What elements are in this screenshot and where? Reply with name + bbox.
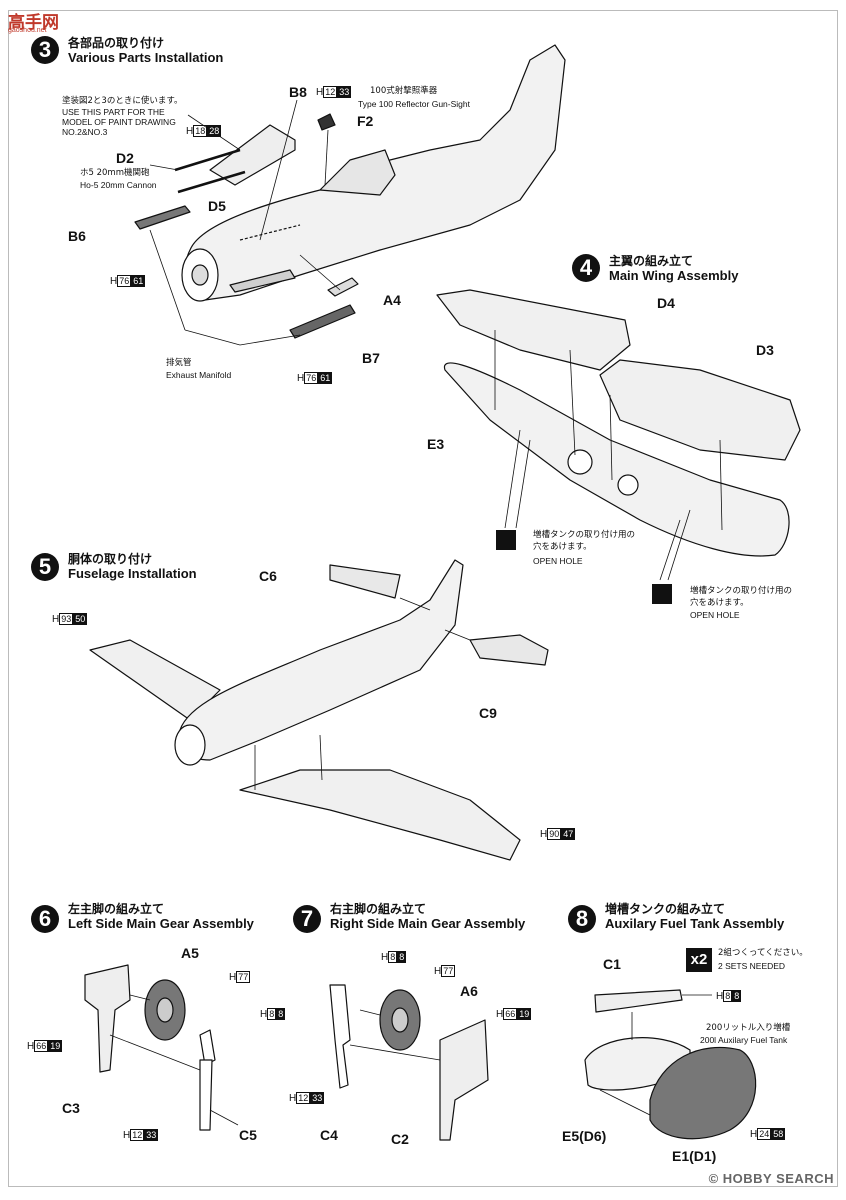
- step4-wing: [436, 289, 801, 557]
- part-e5-label: E5(D6): [562, 1128, 607, 1144]
- part-a4-label: A4: [383, 292, 401, 308]
- step3-note-en1: USE THIS PART FOR THE: [62, 107, 165, 117]
- part-b6-label: B6: [68, 228, 86, 244]
- part-d2-label: D2: [116, 150, 134, 166]
- step7-gear: [329, 984, 489, 1141]
- step3-note-en2: MODEL OF PAINT DRAWING: [62, 117, 176, 127]
- part-c4-label: C4: [320, 1127, 338, 1143]
- step5-aircraft: [89, 559, 549, 861]
- drill-icon-left: [496, 530, 516, 550]
- hole-note-left-jp1: 増槽タンクの取り付け用の: [533, 530, 636, 540]
- sets-note-en: 2 SETS NEEDED: [718, 961, 786, 971]
- hole-note-right-jp1: 増槽タンクの取り付け用の: [690, 586, 793, 596]
- step3-note-jp: 塗装図2と3のときに使います。: [62, 96, 183, 106]
- step8-tank: [584, 989, 757, 1140]
- step7-title-jp: 右主脚の組み立て: [330, 902, 427, 916]
- step7-number: 7: [293, 905, 321, 933]
- sight-label-jp: 100式射撃照準器: [370, 86, 438, 96]
- exhaust-label-jp: 排気管: [166, 358, 192, 368]
- part-b6-shape: [134, 205, 191, 230]
- step3-title-jp: 各部品の取り付け: [68, 36, 165, 50]
- part-b8-label: B8: [289, 84, 307, 100]
- exhaust-label-en: Exhaust Manifold: [166, 370, 232, 380]
- part-b7-label: B7: [362, 350, 380, 366]
- hole-note-right-en: OPEN HOLE: [690, 610, 740, 620]
- part-b7-shape: [289, 304, 356, 339]
- step5-title-en: Fuselage Installation: [68, 566, 197, 581]
- part-c6-label: C6: [259, 568, 277, 584]
- step3-fuselage: [181, 44, 566, 302]
- hobby-search-watermark: © HOBBY SEARCH: [708, 1171, 834, 1186]
- part-f2-shape: [317, 113, 336, 131]
- hole-note-left-jp2: 穴をあけます。: [533, 542, 592, 552]
- hole-note-left-en: OPEN HOLE: [533, 556, 583, 566]
- part-a5-label: A5: [181, 945, 199, 961]
- part-d3-label: D3: [756, 342, 774, 358]
- sets-note-jp: 2組つくってください。: [718, 948, 808, 958]
- site-logo-sub: gaoshou.net: [8, 27, 47, 34]
- step6-title-jp: 左主脚の組み立て: [68, 902, 165, 916]
- sets-multiplier-badge: x2: [686, 948, 712, 972]
- cannon-label-en: Ho-5 20mm Cannon: [80, 180, 157, 190]
- site-logo: 高手网: [8, 13, 59, 33]
- tank-label-jp: 200リットル入り増槽: [706, 1023, 791, 1033]
- part-c3-label: C3: [62, 1100, 80, 1116]
- step8-title-en: Auxilary Fuel Tank Assembly: [605, 916, 785, 931]
- sight-label-en: Type 100 Reflector Gun-Sight: [358, 99, 470, 109]
- part-f2-label: F2: [357, 113, 374, 129]
- step5-number: 5: [31, 553, 59, 581]
- step8-title-jp: 増槽タンクの組み立て: [605, 902, 726, 916]
- part-c5-label: C5: [239, 1127, 257, 1143]
- drill-icon-right: [652, 584, 672, 604]
- step7-title-en: Right Side Main Gear Assembly: [330, 916, 526, 931]
- part-c9-label: C9: [479, 705, 497, 721]
- part-c1-label: C1: [603, 956, 621, 972]
- part-d4-label: D4: [657, 295, 675, 311]
- page-border: [8, 10, 838, 1187]
- part-c2-label: C2: [391, 1131, 409, 1147]
- hole-note-right-jp2: 穴をあけます。: [690, 598, 749, 608]
- part-a4-shape: [327, 277, 359, 297]
- part-d5-label: D5: [208, 198, 226, 214]
- step3-title-en: Various Parts Installation: [68, 50, 224, 65]
- part-a6-label: A6: [460, 983, 478, 999]
- step4-number: 4: [572, 254, 600, 282]
- part-e3-label: E3: [427, 436, 445, 452]
- cannon-label-jp: ホ5 20mm機関砲: [80, 168, 150, 178]
- step6-gear: [84, 964, 216, 1131]
- step5-title-jp: 胴体の取り付け: [68, 552, 153, 566]
- step6-number: 6: [31, 905, 59, 933]
- tank-label-en: 200l Auxilary Fuel Tank: [700, 1035, 788, 1045]
- part-b8-shape: [209, 124, 296, 186]
- step3-note-en3: NO.2&NO.3: [62, 127, 108, 137]
- step4-title-en: Main Wing Assembly: [609, 268, 739, 283]
- step8-number: 8: [568, 905, 596, 933]
- step3-number: 3: [31, 36, 59, 64]
- step6-title-en: Left Side Main Gear Assembly: [68, 916, 254, 931]
- step4-title-jp: 主翼の組み立て: [609, 254, 694, 268]
- part-e1-label: E1(D1): [672, 1148, 717, 1164]
